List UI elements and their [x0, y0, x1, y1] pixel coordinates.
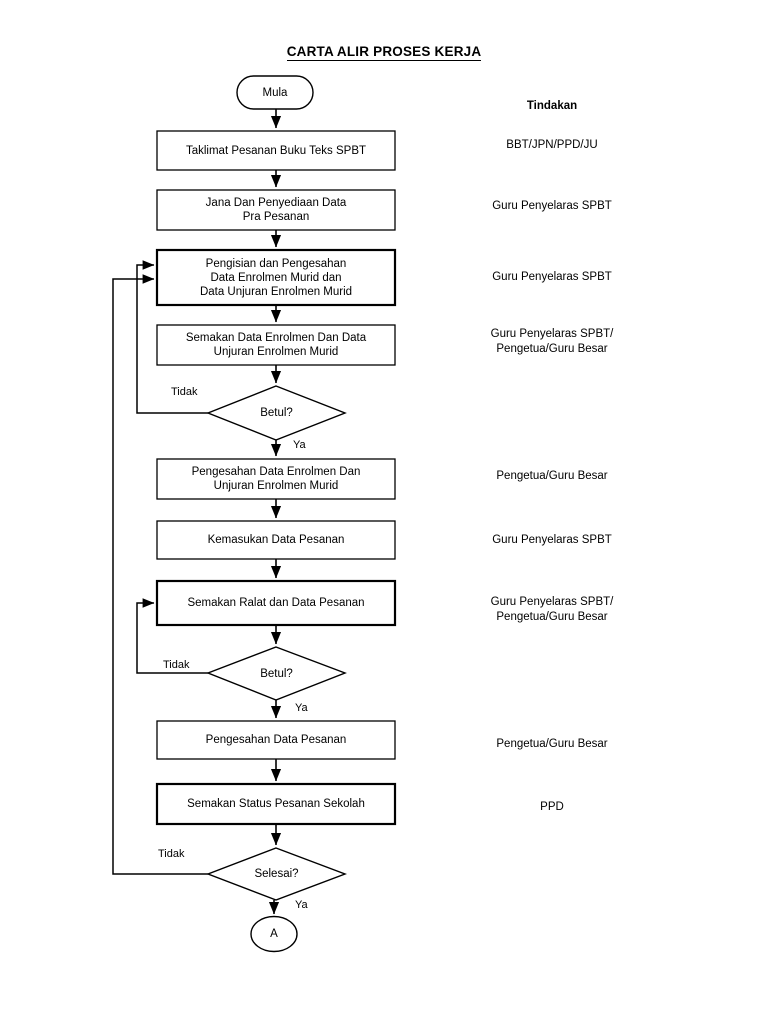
shape-jana [156, 189, 396, 231]
shape-betul-2 [206, 646, 347, 701]
edge-label-betul2-tidak: Tidak [163, 659, 190, 671]
shape-connector-a [250, 915, 298, 953]
shape-kemasukan [156, 520, 396, 560]
action-semakan-status: PPD [540, 801, 564, 813]
shape-pengisian [155, 248, 397, 307]
action-jana: Guru Penyelaras SPBT [492, 200, 612, 212]
page-title-text: CARTA ALIR PROSES KERJA [286, 44, 482, 61]
shape-start-mula [236, 75, 314, 110]
shape-pengesahan-pesanan [156, 720, 396, 760]
action-semakan-ralat: Guru Penyelaras SPBT/ Pengetua/Guru Besa… [490, 596, 614, 623]
loop-betul2-tidak-to-semakan-ralat [136, 598, 208, 674]
edge-label-betul1-ya: Ya [293, 439, 306, 451]
shape-taklimat [156, 130, 396, 171]
action-pengisian: Guru Penyelaras SPBT [492, 271, 612, 283]
shape-semakan-status [155, 782, 397, 826]
loop-betul1-tidak-to-pengisian [136, 260, 208, 414]
action-pengesahan-pesanan: Pengetua/Guru Besar [496, 738, 608, 750]
shape-semakan-data-enrolmen [156, 324, 396, 366]
shape-semakan-ralat [155, 579, 397, 627]
shape-betul-1 [206, 385, 347, 441]
action-kemasukan: Guru Penyelaras SPBT [492, 534, 612, 546]
edge-label-betul2-ya: Ya [295, 702, 308, 714]
edge-label-selesai-tidak: Tidak [158, 848, 185, 860]
edge-label-selesai-ya: Ya [295, 899, 308, 911]
action-column-header: Tindakan [526, 100, 578, 112]
shape-pengesahan-enrolmen [156, 458, 396, 500]
page-title: CARTA ALIR PROSES KERJA [0, 44, 768, 61]
loop-selesai-tidak-to-pengisian [112, 274, 208, 875]
shape-selesai [206, 847, 347, 901]
action-semakan-data-enrolmen: Guru Penyelaras SPBT/ Pengetua/Guru Besa… [490, 328, 614, 355]
action-pengesahan-enrolmen: Pengetua/Guru Besar [496, 470, 608, 482]
edge-label-betul1-tidak: Tidak [171, 386, 198, 398]
action-taklimat: BBT/JPN/PPD/JU [506, 139, 598, 151]
